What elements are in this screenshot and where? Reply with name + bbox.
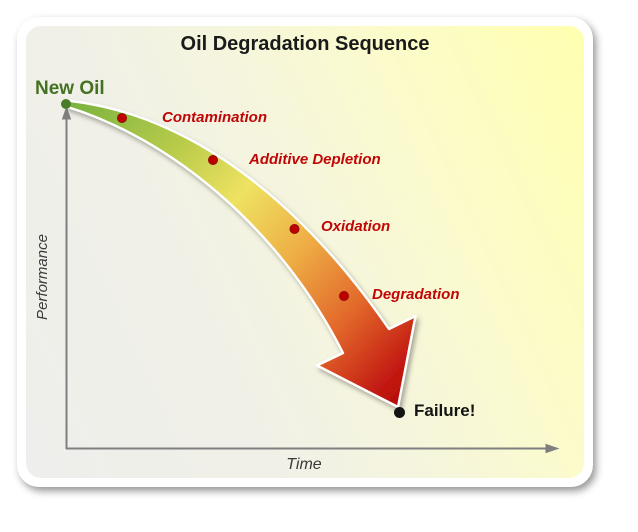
stage-label-oxidation: Oxidation [321, 218, 391, 235]
stage-label-failure: Failure! [414, 401, 476, 420]
stage-label-new-oil: New Oil [35, 78, 105, 99]
stage-label-additive-depletion: Additive Depletion [249, 151, 381, 168]
stage-label-degradation: Degradation [372, 286, 460, 303]
x-axis-label: Time [286, 456, 322, 473]
stage-label-contamination: Contamination [162, 109, 267, 126]
chart-background [26, 26, 584, 478]
chart-title: Oil Degradation Sequence [180, 33, 430, 55]
y-axis-label: Performance [34, 234, 51, 320]
